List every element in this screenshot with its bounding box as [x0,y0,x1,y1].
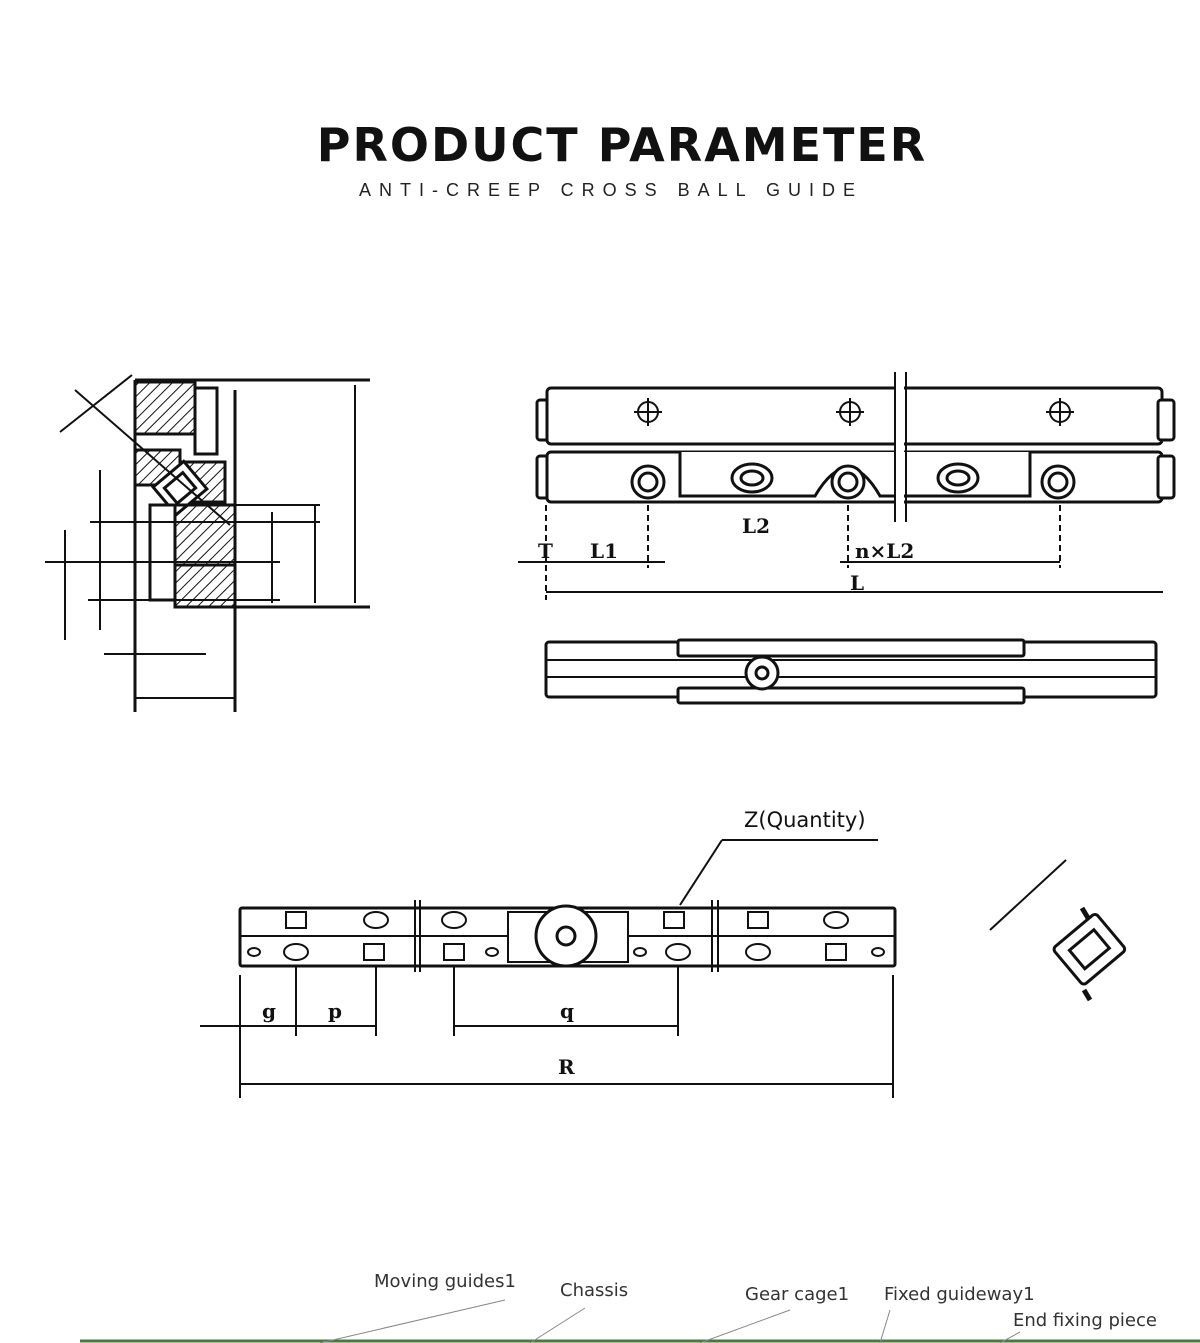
label-end-fixing-piece: End fixing piece [1013,1310,1157,1331]
dim-g: g [262,999,276,1023]
label-gear-cage: Gear cage1 [745,1284,850,1305]
label-fixed-guideway: Fixed guideway1 [884,1284,1035,1305]
dim-q: q [560,999,574,1023]
dim-T: T [538,539,553,563]
dim-R: R [558,1055,575,1079]
assembly-view [200,839,897,1098]
dim-L1: L1 [590,539,618,563]
page-subtitle: ANTI-CREEP CROSS BALL GUIDE [358,180,864,200]
detail-view [989,859,1127,1002]
dim-p: p [328,999,342,1023]
part-leader-lines [319,1299,1021,1343]
page-title: PRODUCT PARAMETER [316,118,928,172]
side-view [544,638,1158,705]
dim-L2: L2 [742,514,770,538]
dim-L: L [850,571,864,595]
dim-nL2: n×L2 [855,539,914,563]
top-view [518,372,1176,600]
label-moving-guides: Moving guides1 [374,1271,516,1292]
cross-section-view [45,374,370,712]
z-quantity-label: Z(Quantity) [744,808,866,832]
label-chassis: Chassis [560,1280,629,1301]
